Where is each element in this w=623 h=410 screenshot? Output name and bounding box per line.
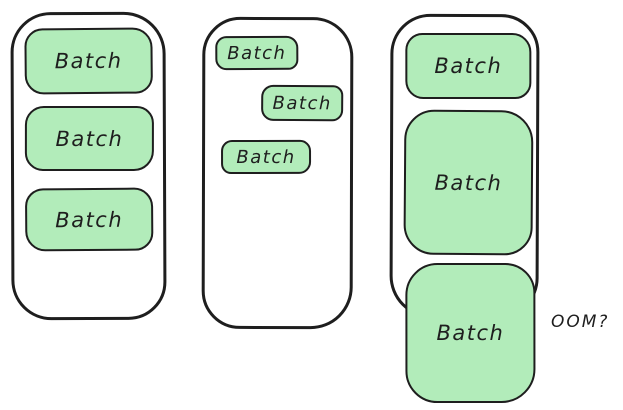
- batch-box: Batch: [24, 27, 153, 95]
- batch-label: Batch: [227, 42, 287, 64]
- batch-label: Batch: [272, 92, 332, 114]
- batch-label: Batch: [55, 207, 124, 232]
- batch-label: Batch: [54, 48, 123, 74]
- batch-box: Batch: [261, 84, 344, 122]
- batch-box: Batch: [403, 109, 534, 256]
- batch-label: Batch: [55, 126, 124, 151]
- memory-container-staggered: Batch Batch Batch: [201, 16, 354, 330]
- memory-container-uniform: Batch Batch Batch: [10, 11, 167, 321]
- batch-label: Batch: [436, 320, 505, 346]
- batch-box: Batch: [221, 139, 312, 175]
- batch-label: Batch: [434, 170, 503, 195]
- batch-label: Batch: [236, 146, 296, 168]
- batch-box: Batch: [215, 35, 299, 71]
- batch-box: Batch: [24, 105, 154, 172]
- batch-box: Batch: [405, 33, 532, 100]
- batch-box: Batch: [24, 187, 154, 252]
- oom-annotation: OOM?: [551, 312, 610, 332]
- batch-box-overflowing: Batch: [405, 262, 536, 404]
- memory-container-overflow: Batch Batch Batch: [389, 13, 540, 404]
- batch-label: Batch: [434, 54, 503, 79]
